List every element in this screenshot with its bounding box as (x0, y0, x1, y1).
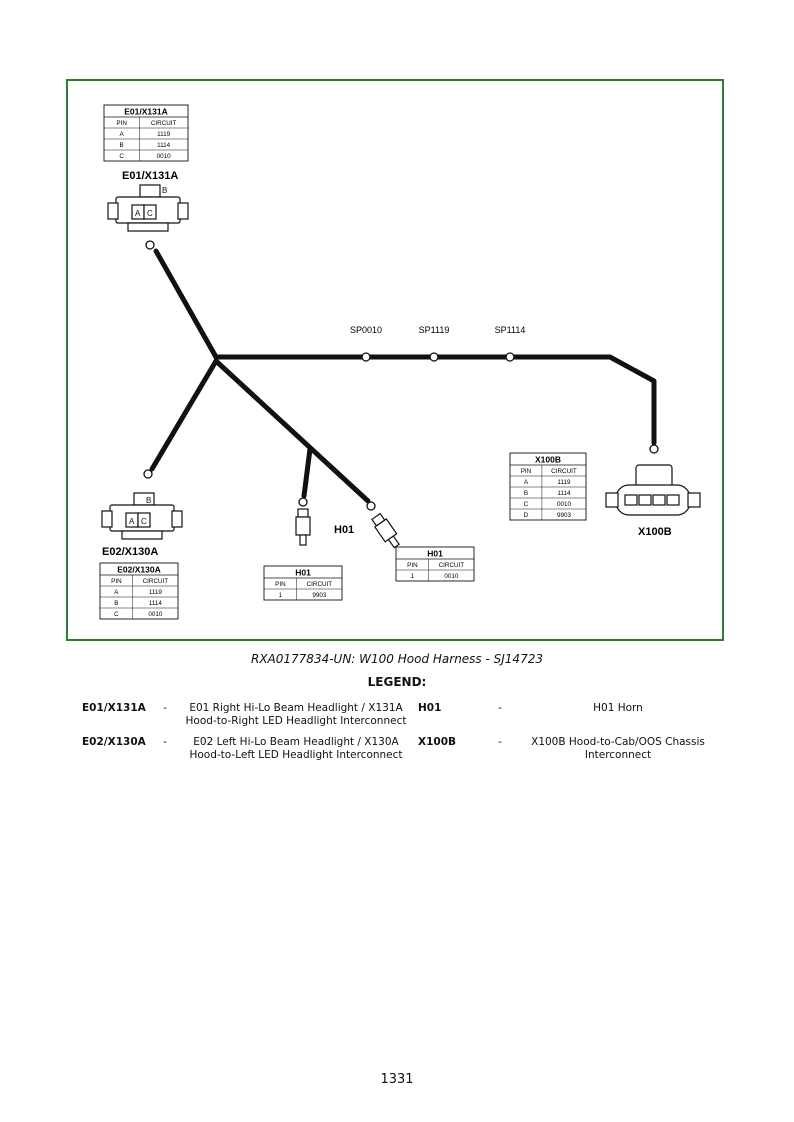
pin-cell: C (524, 501, 529, 508)
legend-dash: - (498, 702, 502, 714)
harness-wires (149, 248, 657, 504)
circuit-header: CIRCUIT (151, 120, 177, 127)
legend-description: E01 Right Hi-Lo Beam Headlight / X131A H… (185, 702, 407, 727)
circuit-header: CIRCUIT (143, 578, 169, 585)
circuit-cell: 9903 (312, 592, 327, 599)
legend-code: H01 (418, 702, 442, 714)
wire-e02-branch (149, 358, 219, 472)
figure-caption: RXA0177834-UN: W100 Hood Harness - SJ147… (251, 652, 543, 666)
pin-cell: D (524, 512, 529, 519)
pin-table-title: E01/X131A (124, 107, 167, 117)
splice-label: SP0010 (350, 325, 382, 335)
legend-code: E02/X130A (82, 736, 146, 748)
pin-table-title: H01 (295, 568, 311, 578)
circuit-header: CIRCUIT (439, 562, 465, 569)
wire-e01-branch (153, 248, 219, 360)
pin-cell: A (524, 479, 529, 486)
connector-x100b-icon (605, 464, 701, 516)
pin-table-title: X100B (535, 455, 561, 465)
legend-dash: - (163, 702, 167, 714)
legend-description: H01 Horn (593, 702, 643, 714)
h01-terminal-right-icon (371, 512, 400, 549)
pin-table-title: E02/X130A (117, 565, 160, 575)
cavity-label-c: C (141, 517, 147, 526)
pin-header: PIN (111, 578, 122, 585)
pin-cell: C (119, 153, 124, 160)
wire-end-e01 (145, 240, 155, 250)
circuit-header: CIRCUIT (551, 468, 577, 475)
cavity-label-a: A (135, 209, 141, 218)
pin-header: PIN (521, 468, 532, 475)
wire-h01-left-branch (301, 446, 313, 499)
connector-label-h01: H01 (334, 524, 354, 536)
splice-sp0010: SP0010 (350, 325, 382, 362)
pin-table-title: H01 (427, 549, 443, 559)
legend-row: E02/X130A - E02 Left Hi-Lo Beam Headligh… (82, 736, 722, 762)
legend-description: E02 Left Hi-Lo Beam Headlight / X130A Ho… (189, 736, 403, 761)
cavity-label-c: C (147, 209, 153, 218)
pin-header: PIN (407, 562, 418, 569)
pin-cell: B (114, 600, 118, 607)
wire-h01-branch (213, 358, 371, 504)
connector-label-e01: E01/X131A (122, 170, 178, 182)
circuit-cell: 9903 (557, 512, 572, 519)
pin-header: PIN (116, 120, 127, 127)
circuit-header: CIRCUIT (307, 581, 333, 588)
h01-terminal-left-icon (295, 508, 311, 546)
legend-dash: - (498, 736, 502, 748)
connector-label-e02: E02/X130A (102, 546, 158, 558)
cavity-label-a: A (129, 517, 135, 526)
wire-end-e02 (143, 469, 153, 479)
pin-cell: 1 (279, 592, 283, 599)
wire-main-trunk (213, 354, 657, 446)
circuit-cell: 1114 (149, 600, 163, 607)
wire-end-x100b (649, 444, 659, 454)
circuit-cell: 1114 (157, 142, 171, 149)
circuit-cell: 1119 (557, 479, 571, 486)
splice-sp1114: SP1114 (495, 325, 526, 362)
circuit-cell: 0010 (157, 153, 172, 160)
pin-cell: A (120, 131, 125, 138)
circuit-cell: 1114 (557, 490, 571, 497)
pin-cell: A (114, 589, 119, 596)
pin-cell: C (114, 611, 119, 618)
circuit-cell: 1119 (157, 131, 171, 138)
wire-end-h01-left (298, 497, 308, 507)
legend-code: E01/X131A (82, 702, 146, 714)
circuit-cell: 0010 (557, 501, 572, 508)
connector-e02-icon: B A C (101, 492, 183, 540)
harness-diagram: SP0010 SP1119 SP1114 B A C E01/X131A (99, 104, 701, 620)
legend-row: E01/X131A - E01 Right Hi-Lo Beam Headlig… (82, 702, 722, 728)
page-number: 1331 (380, 1072, 414, 1087)
pin-cell: B (120, 142, 124, 149)
splice-sp1119: SP1119 (419, 325, 450, 362)
wire-ends (143, 240, 659, 511)
cavity-label-b: B (162, 186, 167, 195)
connector-label-x100b: X100B (638, 526, 672, 538)
circuit-cell: 0010 (148, 611, 163, 618)
circuit-cell: 1119 (149, 589, 163, 596)
splice-label: SP1114 (495, 325, 526, 335)
legend: E01/X131A - E01 Right Hi-Lo Beam Headlig… (82, 702, 722, 770)
legend-description: X100B Hood-to-Cab/OOS Chassis Interconne… (531, 736, 705, 761)
pin-header: PIN (275, 581, 286, 588)
legend-dash: - (163, 736, 167, 748)
pin-cell: 1 (411, 573, 415, 580)
diagram-frame: SP0010 SP1119 SP1114 B A C E01/X131A (66, 79, 724, 641)
wire-end-h01-right (366, 501, 376, 511)
splice-label: SP1119 (419, 325, 450, 335)
cavity-label-b: B (146, 496, 151, 505)
legend-code: X100B (418, 736, 457, 748)
connector-e01-icon: B A C (107, 184, 189, 232)
circuit-cell: 0010 (444, 573, 459, 580)
legend-title: LEGEND: (367, 675, 427, 689)
pin-cell: B (524, 490, 528, 497)
